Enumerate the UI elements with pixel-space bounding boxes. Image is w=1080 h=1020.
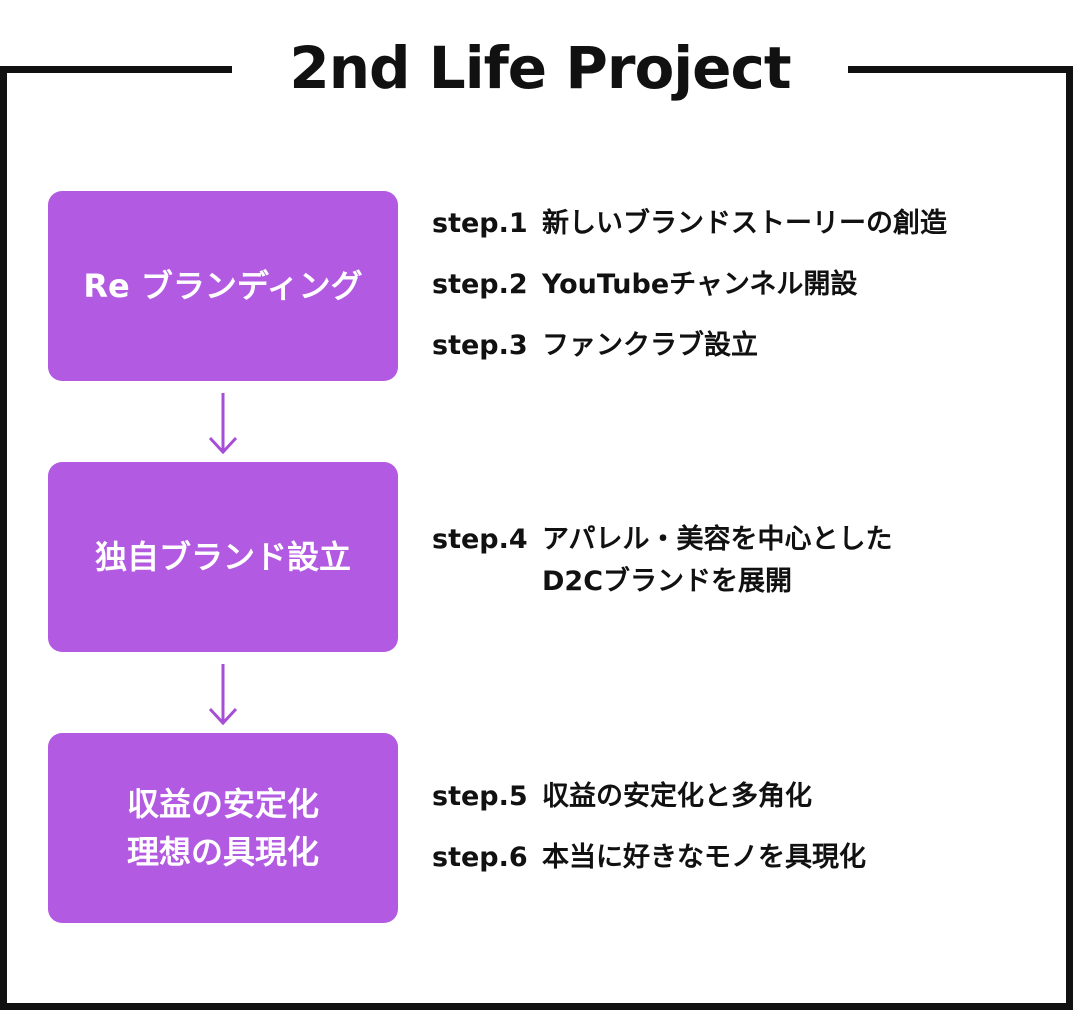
- step-list-group-3: step.5 収益の安定化と多角化 step.6 本当に好きなモノを具現化: [432, 769, 1052, 891]
- arrow-down-icon: [208, 664, 238, 726]
- step-text: ファンクラブ設立: [542, 330, 758, 361]
- frame-top-right-line: [848, 66, 1073, 73]
- step-item: step.6 本当に好きなモノを具現化: [432, 830, 1052, 891]
- step-item: step.5 収益の安定化と多角化: [432, 769, 1052, 830]
- step-number: step.1: [432, 208, 528, 239]
- step-number: step.3: [432, 330, 528, 361]
- step-text: アパレル・美容を中心とした D2Cブランドを展開: [542, 524, 893, 597]
- step-item: step.3 ファンクラブ設立: [432, 318, 1052, 379]
- arrow-down-icon: [208, 393, 238, 455]
- step-item: step.4 アパレル・美容を中心とした D2Cブランドを展開: [432, 519, 1052, 603]
- phase-label: 収益の安定化 理想の具現化: [126, 785, 319, 871]
- step-number: step.4: [432, 524, 528, 555]
- outer-frame: [0, 66, 1073, 1010]
- step-text: YouTubeチャンネル開設: [542, 269, 858, 300]
- phase-label: Re ブランディング: [83, 267, 363, 305]
- frame-top-left-line: [0, 66, 232, 73]
- step-number: step.2: [432, 269, 528, 300]
- step-list-group-2: step.4 アパレル・美容を中心とした D2Cブランドを展開: [432, 519, 1052, 603]
- phase-box-rebranding: Re ブランディング: [48, 191, 398, 381]
- step-list-group-1: step.1 新しいブランドストーリーの創造 step.2 YouTubeチャン…: [432, 196, 1052, 379]
- step-item: step.1 新しいブランドストーリーの創造: [432, 196, 1052, 257]
- phase-label: 独自ブランド設立: [94, 538, 351, 576]
- step-text: 本当に好きなモノを具現化: [542, 842, 866, 873]
- step-number: step.6: [432, 842, 528, 873]
- phase-box-stabilize: 収益の安定化 理想の具現化: [48, 733, 398, 923]
- step-number: step.5: [432, 781, 528, 812]
- step-text: 新しいブランドストーリーの創造: [542, 208, 947, 239]
- phase-box-own-brand: 独自ブランド設立: [48, 462, 398, 652]
- step-text: 収益の安定化と多角化: [542, 781, 812, 812]
- page-title: 2nd Life Project: [289, 34, 791, 102]
- step-item: step.2 YouTubeチャンネル開設: [432, 257, 1052, 318]
